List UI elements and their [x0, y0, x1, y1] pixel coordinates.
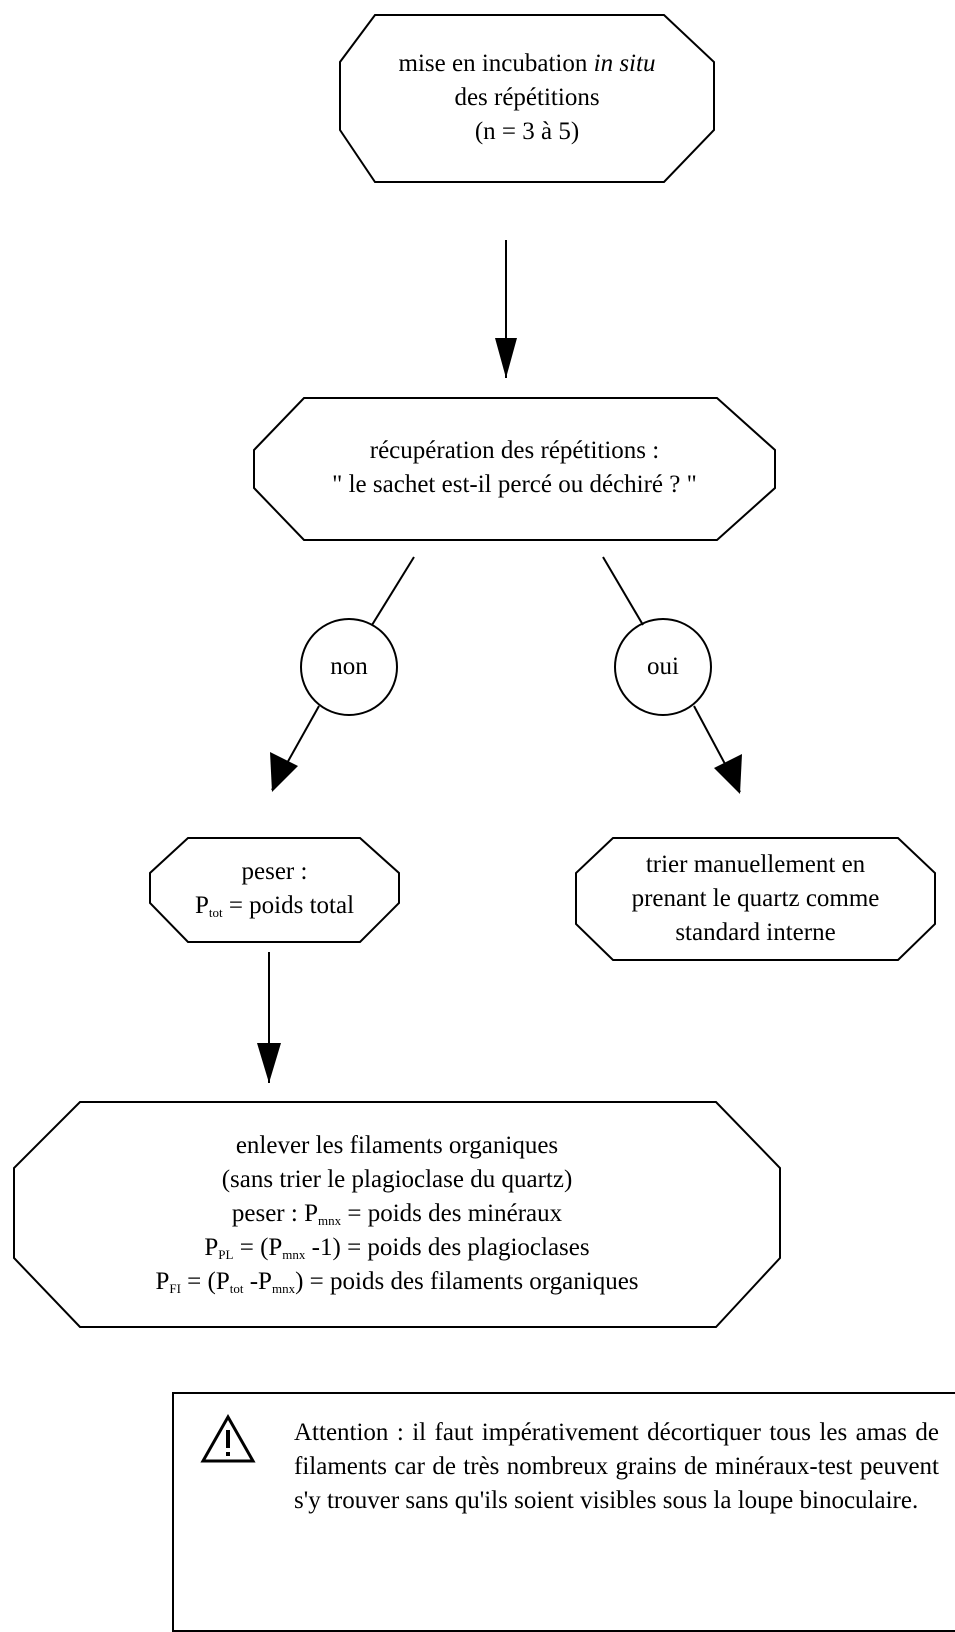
enlever-node-text: enlever les filaments organiques (sans t…	[14, 1129, 780, 1299]
peser-node-text: peser : Ptot = poids total	[150, 855, 399, 923]
trier-line1: trier manuellement en	[645, 851, 866, 878]
enlever-node-shape	[13, 1101, 781, 1328]
arrowhead-oui-to-trier	[714, 754, 742, 794]
enlever-line3: peser : Pmnx = poids des minéraux	[231, 1200, 563, 1228]
warning-triangle-icon	[200, 1414, 256, 1463]
trier-node-shape	[575, 837, 936, 961]
recuperation-node-text: récupération des répétitions : " le sach…	[254, 434, 775, 502]
arrowhead-incubation-to-recuperation	[495, 338, 517, 378]
peser-line1: peser :	[241, 858, 308, 885]
incubation-line3: (n = 3 à 5)	[474, 118, 580, 145]
recuperation-line1: récupération des répétitions :	[369, 437, 660, 464]
trier-node-text: trier manuellement en prenant le quartz …	[576, 848, 935, 950]
decision-no-label: non	[330, 653, 368, 680]
incubation-in-situ: in situ	[593, 50, 656, 77]
recuperation-line2: " le sachet est-il percé ou déchiré ? "	[332, 471, 697, 498]
decision-yes-circle	[614, 618, 712, 716]
incubation-line1: mise en incubation	[398, 50, 594, 77]
enlever-line1: enlever les filaments organiques	[235, 1132, 559, 1159]
arrowhead-peser-to-enlever	[257, 1043, 281, 1083]
enlever-line5: PFI = (Ptot -Pmnx) = poids des filaments…	[155, 1268, 639, 1296]
peser-node-shape	[149, 837, 400, 943]
enlever-line4: PPL = (Pmnx -1) = poids des plagioclases	[204, 1234, 590, 1262]
incubation-node-text: mise en incubation in situ des répétitio…	[340, 47, 714, 149]
enlever-line2: (sans trier le plagioclase du quartz)	[221, 1166, 573, 1193]
connector-recuperation-to-oui	[602, 556, 644, 626]
decision-no-circle	[300, 618, 398, 716]
arrowhead-non-to-peser	[270, 752, 298, 792]
peser-line2: Ptot = poids total	[194, 892, 355, 920]
decision-yes-label: oui	[647, 653, 679, 680]
trier-line2: prenant le quartz comme	[631, 885, 880, 912]
warning-box: Attention : il faut impérativement décor…	[172, 1392, 955, 1632]
connector-recuperation-to-non	[371, 556, 415, 626]
trier-line3: standard interne	[675, 919, 836, 946]
warning-text: Attention : il faut impérativement décor…	[294, 1419, 939, 1514]
recuperation-node-shape	[253, 397, 776, 541]
incubation-line2: des répétitions	[454, 84, 600, 111]
incubation-node-shape	[339, 14, 715, 183]
